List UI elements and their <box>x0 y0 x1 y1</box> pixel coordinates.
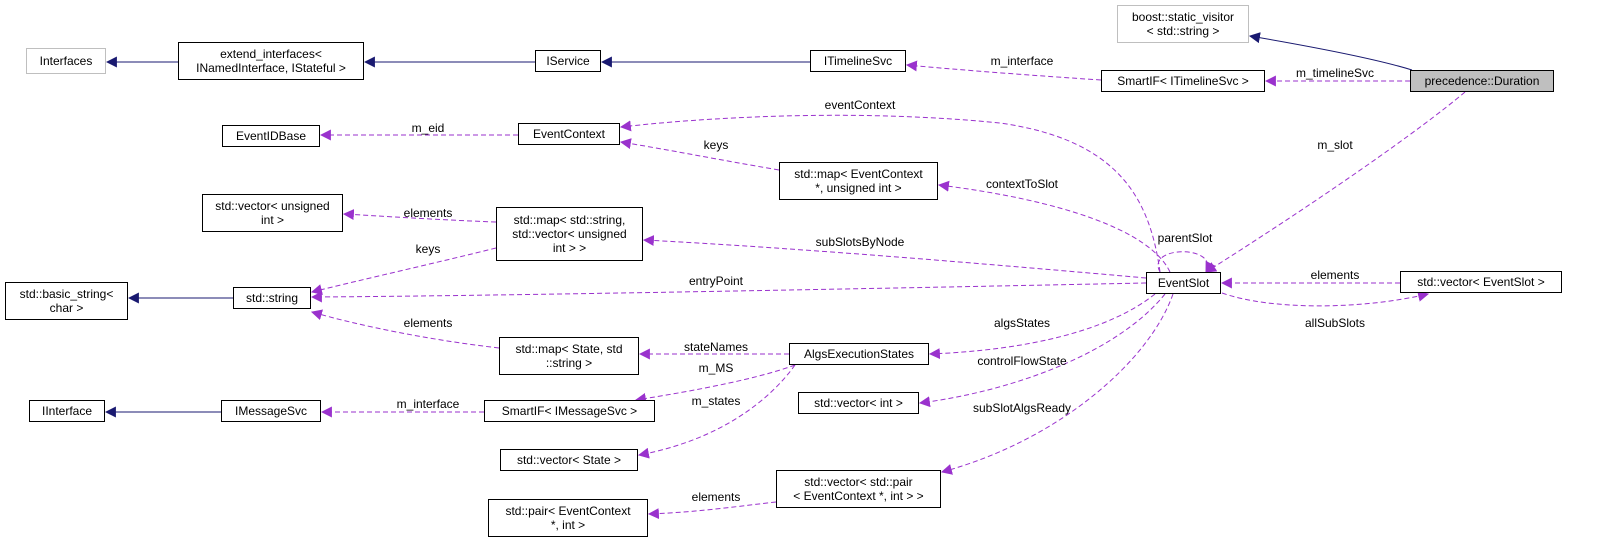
edge-label: m_interface <box>396 397 460 411</box>
edge-usage-std-string-to-eventslot <box>310 282 1147 303</box>
edge-usage-pair-eventcontext-to-vector-pair <box>647 501 777 520</box>
edge-label: m_states <box>691 394 741 408</box>
edge-usage-std-string-to-map-string-vector <box>310 247 497 295</box>
edge-label: elements <box>1310 268 1360 282</box>
edge-usage-eventcontext-to-eventslot <box>619 114 1161 273</box>
edge-usage-map-eventcontext-to-eventslot <box>937 180 1171 273</box>
node-itimelinesvc[interactable]: ITimelineSvc <box>810 50 906 72</box>
node-vector-int[interactable]: std::vector< int > <box>798 392 919 414</box>
edge-label: m_timelineSvc <box>1295 66 1375 80</box>
node-interfaces[interactable]: Interfaces <box>26 48 106 74</box>
edge-usage-eventslot-to-precedence-duration <box>1205 91 1466 273</box>
edge-label: entryPoint <box>688 274 744 288</box>
edge-label: algsStates <box>993 316 1051 330</box>
edge-usage-eventcontext-to-map-eventcontext <box>619 138 780 171</box>
node-map-state-string[interactable]: std::map< State, std ::string > <box>499 337 639 375</box>
node-extend-interfaces[interactable]: extend_interfaces< INamedInterface, ISta… <box>178 42 364 80</box>
edge-usage-itimelinesvc-to-smartif-itimelinesvc <box>905 60 1102 81</box>
edge-label: contextToSlot <box>985 177 1059 191</box>
node-iservice[interactable]: IService <box>535 50 601 72</box>
edge-label: m_eid <box>411 121 445 135</box>
edge-label: m_interface <box>990 54 1054 68</box>
node-vector-eventslot[interactable]: std::vector< EventSlot > <box>1400 271 1562 293</box>
node-eventcontext[interactable]: EventContext <box>518 123 620 145</box>
node-boost-static-visitor[interactable]: boost::static_visitor < std::string > <box>1117 5 1249 43</box>
edge-label: stateNames <box>683 340 749 354</box>
edge-usage-vector-pair-to-eventslot <box>940 293 1174 475</box>
edge-usage-std-string-to-map-state-string <box>310 309 500 349</box>
edge-label: elements <box>403 206 453 220</box>
edge-usage-map-string-vector-to-eventslot <box>642 235 1147 279</box>
node-vector-pair[interactable]: std::vector< std::pair < EventContext *,… <box>776 470 941 508</box>
node-algsexecutionstates[interactable]: AlgsExecutionStates <box>789 343 929 365</box>
node-eventidbase[interactable]: EventIDBase <box>222 125 320 147</box>
edge-usage-vector-state-to-algsexecutionstates <box>637 364 796 459</box>
node-smartif-itimelinesvc[interactable]: SmartIF< ITimelineSvc > <box>1101 70 1265 92</box>
edge-inheritance-boost-static-visitor-to-precedence-duration <box>1248 32 1413 71</box>
edge-label: elements <box>403 316 453 330</box>
edge-usage-vector-eventslot-to-eventslot <box>1221 290 1430 307</box>
node-vector-unsigned-int[interactable]: std::vector< unsigned int > <box>202 194 343 232</box>
edge-label: m_slot <box>1317 138 1353 152</box>
edge-usage-vector-unsigned-int-to-map-string-vector <box>342 209 497 223</box>
edge-label: subSlotAlgsReady <box>972 401 1072 415</box>
node-map-eventcontext[interactable]: std::map< EventContext *, unsigned int > <box>779 162 938 200</box>
node-pair-eventcontext[interactable]: std::pair< EventContext *, int > <box>488 499 648 537</box>
edge-label: controlFlowState <box>977 354 1067 368</box>
node-imessagesvc[interactable]: IMessageSvc <box>221 400 321 422</box>
edge-label: parentSlot <box>1157 231 1213 245</box>
node-eventslot[interactable]: EventSlot <box>1146 272 1221 294</box>
edge-label: m_MS <box>698 361 734 375</box>
edge-label: keys <box>415 242 441 256</box>
edge-label: subSlotsByNode <box>815 235 905 249</box>
node-vector-state[interactable]: std::vector< State > <box>500 449 638 471</box>
node-smartif-imessagesvc[interactable]: SmartIF< IMessageSvc > <box>484 400 655 422</box>
node-std-string[interactable]: std::string <box>233 287 311 309</box>
node-map-string-vector[interactable]: std::map< std::string, std::vector< unsi… <box>496 207 643 261</box>
edge-label: eventContext <box>824 98 896 112</box>
node-iinterface[interactable]: IInterface <box>29 400 105 422</box>
node-precedence-duration: precedence::Duration <box>1410 70 1554 92</box>
edge-usage-vector-int-to-eventslot <box>918 293 1166 408</box>
edge-label: elements <box>691 490 741 504</box>
node-basic-string[interactable]: std::basic_string< char > <box>5 282 128 320</box>
edge-label: keys <box>703 138 729 152</box>
edge-label: allSubSlots <box>1304 316 1366 330</box>
